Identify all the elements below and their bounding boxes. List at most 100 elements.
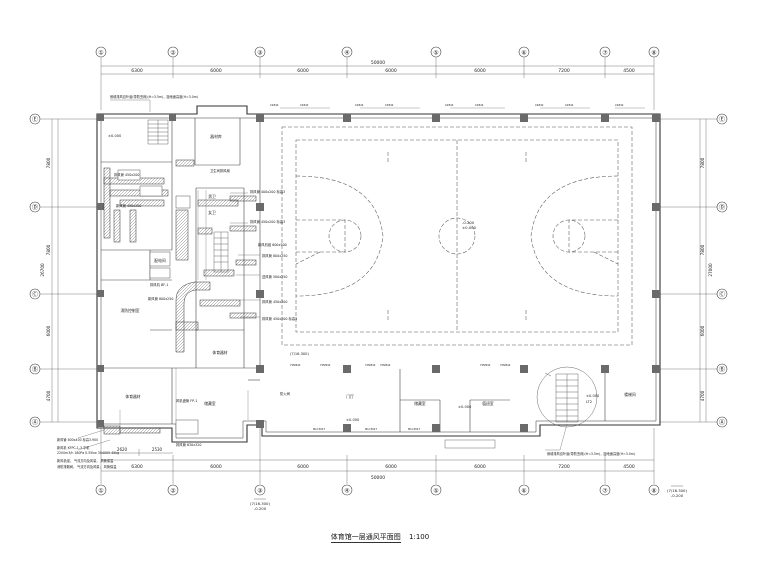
grid-row-d-left: Ⓓ [32,204,38,212]
svg-text:MLC3027: MLC3027 [313,427,325,431]
top-dim-7: 4500 [623,68,635,74]
svg-text:YM2842: YM2842 [320,363,331,367]
note-bottom-louver: 侧墙排风百叶窗(带防虫网)(H=3.5m)，距地面高度(H=3.0m) [547,451,635,456]
top-dim-2: 6000 [210,68,222,74]
bottom-small-dim-1: 2620 [117,447,128,452]
tag-fire-damper: 防火阀 [280,391,290,396]
grid-row-d-right: Ⓓ [719,204,725,212]
side-dimension-lines [40,118,717,423]
elev-stair: ±0.000 [586,394,600,398]
top-dim-5: 6000 [474,68,486,74]
left-grid-bubbles [29,113,41,428]
grid-col-4-top: ④ [344,50,349,57]
room-label-f: 门厅 [346,394,354,399]
level-marker-2b: -0.200 [671,493,684,498]
duct-network [103,159,257,435]
equip-label-2: 新风机组 600x500 [258,242,287,247]
grid-row-a-right: Ⓐ [719,419,725,427]
interior-walls [101,118,606,432]
bottom-left-note-2: 新风机 KFPC-1-3 平机 [57,445,90,450]
equip-label-3: 排风机 BF-1 [150,282,168,287]
room-label-g: 储藏室 [414,401,426,406]
grid-row-b-left: Ⓑ [32,366,38,374]
equipment-boxes [117,169,199,435]
structural-columns [97,114,660,432]
bottom-dim-2: 6000 [210,464,222,470]
equip-label-4: 风机盘管 FP-1 [176,398,197,403]
equip-label-1: 卫生间排风扇 [210,168,230,173]
top-dimension-lines [100,57,655,110]
drawing-title-block: 体育馆一层通风平面图 1:100 [0,532,760,543]
bottom-left-note-4: 新风机组， 气流方向及风量， 风管保温 [57,458,114,463]
bottom-dim-6: 7200 [558,464,570,470]
grid-col-7-bottom: ⑦ [602,488,608,495]
top-dim-3: 6000 [297,68,309,74]
elev-hall: ±0.000 [346,418,360,422]
svg-text:C2842: C2842 [615,103,624,107]
top-total-dim: 50000 [371,60,385,66]
room-label-i: 体育器材 [212,350,227,355]
room-label-j: 楼梯间 [624,392,636,397]
drawing-title: 体育馆一层通风平面图 [330,533,401,543]
grid-row-e-left: Ⓔ [32,116,38,124]
svg-text:YM2842: YM2842 [365,363,376,367]
stair-tag: LT2 [586,400,592,404]
grid-col-1-bottom: ① [98,488,103,495]
exterior-step [444,439,496,449]
duct-label-9: 新风管 800x250 [148,296,173,301]
duct-label-5: 排风管 800x250 [262,253,287,258]
room-label-c: 女卫 [208,210,216,215]
bottom-dimension-lines [100,428,655,484]
right-dim-1: 7800 [700,157,705,168]
grid-row-e-right: Ⓔ [719,116,725,124]
stair-right-circular [536,366,598,428]
left-dim-2: 7800 [46,244,51,255]
bottom-left-note-1: 新风管 800x400 标高3.900 [57,437,98,442]
svg-text:C2842: C2842 [475,103,484,107]
right-dim-2: 7800 [700,244,705,255]
duct-label-8: 排风管 450x200 标高3 [262,316,297,321]
right-dim-4: 4700 [700,390,705,401]
duct-label-1: 排风管 450x200 [114,172,139,177]
duct-label-7: 排风管 450x200 [262,299,287,304]
top-dim-4: 6000 [385,68,397,74]
building-outline [96,105,661,443]
left-dim-4: 4700 [46,390,51,401]
stair-left-mid [213,231,229,273]
duct-label-3: 排风管 400x200 标高3 [250,189,285,194]
left-total-dim: 26700 [40,263,45,277]
basketball-court [281,126,633,346]
grid-col-1-top: ① [98,50,103,57]
grid-col-4-bottom: ④ [344,488,349,495]
grid-col-6-bottom: ⑥ [521,488,526,495]
top-dim-6: 7200 [558,68,570,74]
bottom-dim-7: 4500 [623,464,635,470]
duct-centerlines [119,190,249,426]
grid-col-8-top: ⑧ [651,50,656,57]
top-grid-bubbles [95,46,660,58]
elev-lower-left: ±0.000 [458,405,472,409]
grid-col-3-bottom: ③ [257,488,262,495]
level-marker-1b: -0.200 [254,506,267,511]
duct-label-4: 排风管 450x200 标高3 [250,219,285,224]
bottom-grid-bubbles [95,484,660,496]
room-label-b: 男卫 [208,194,216,199]
grid-col-2-bottom: ② [170,488,176,495]
svg-text:YM2842: YM2842 [290,363,301,367]
court-elev-label: -0.200 [462,220,475,225]
room-label-e: 配电间 [154,258,166,263]
court-elevation: -0.200 ±0.000 [462,220,477,230]
svg-text:C2842: C2842 [300,103,309,107]
grid-col-2-top: ② [170,50,176,57]
svg-text:MLC3027: MLC3027 [365,427,377,431]
top-dim-1: 6300 [131,68,143,74]
bottom-dim-3: 6000 [297,464,309,470]
left-dim-1: 7800 [46,157,51,168]
svg-text:C2842: C2842 [445,103,454,107]
svg-text:YM2842: YM2842 [380,363,391,367]
left-dim-3: 6000 [46,325,51,336]
drawing-scale: 1:100 [409,533,430,541]
grid-col-7-top: ⑦ [602,50,608,57]
